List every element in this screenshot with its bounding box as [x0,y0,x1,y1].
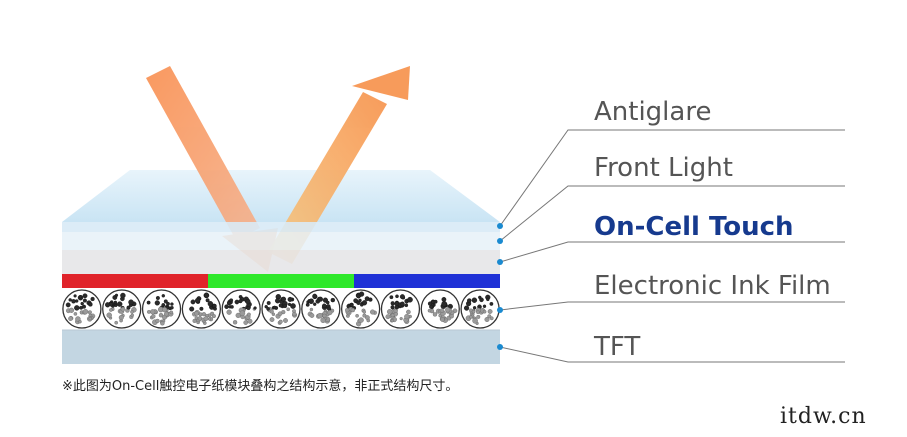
caption-note: ※此图为On-Cell触控电子纸模块叠构之结构示意，非正式结构尺寸。 [62,379,459,394]
leader-line-on-cell-touch [499,241,845,263]
watermark: itdw.cn [780,404,867,429]
ink-capsule [460,289,500,329]
ink-capsule [261,289,301,329]
label-on-cell-touch: On-Cell Touch [594,212,794,242]
front-light-layer [62,232,500,250]
ink-capsule [102,289,142,329]
leader-dot-front-light [497,238,503,244]
leader-line-front-light [499,185,845,242]
ink-capsule [380,289,421,329]
label-front-light: Front Light [594,153,733,183]
ink-capsule [141,289,182,329]
ink-capsule [340,289,381,329]
ink-capsule [221,289,261,329]
label-antiglare: Antiglare [594,97,712,127]
antiglare-top-surface [62,170,500,222]
leader-lines [499,129,845,363]
color-filter-strip [62,274,500,288]
antiglare-layer [62,222,500,232]
on-cell-touch-layer [62,250,500,274]
ink-capsule [62,289,102,329]
label-electronic-ink-film: Electronic Ink Film [594,271,831,301]
leader-dot-antiglare [497,223,503,229]
leader-line-electronic-ink-film [499,301,845,311]
leader-dots [497,223,503,350]
ink-capsule [420,289,460,329]
ink-capsules [62,289,500,329]
label-tft: TFT [594,332,641,362]
leader-line-tft [499,346,845,363]
ink-capsule [301,289,341,329]
color-filter-red [62,274,208,288]
color-filter-blue [354,274,500,288]
color-filter-green [208,274,354,288]
reflected-light-arrow [268,66,410,264]
leader-dot-electronic-ink-film [497,307,503,313]
leader-dot-on-cell-touch [497,259,503,265]
leader-line-antiglare [499,129,845,227]
tft-layer [62,330,500,364]
ink-capsule [181,289,222,329]
leader-dot-tft [497,344,503,350]
